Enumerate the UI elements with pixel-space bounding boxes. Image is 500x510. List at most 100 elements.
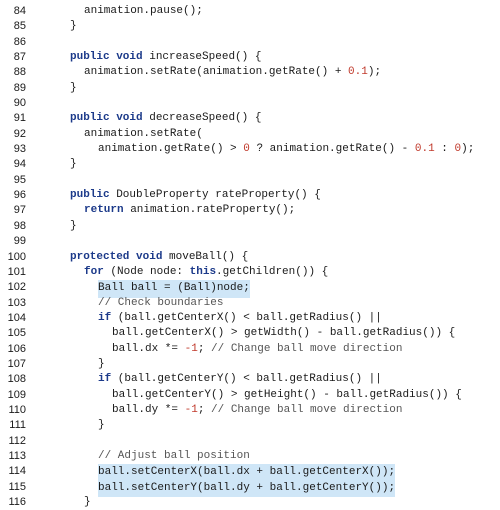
code-text: }	[84, 495, 91, 510]
keyword-token: return	[84, 204, 124, 217]
code-token: animation.pause();	[84, 5, 203, 17]
code-token: }	[84, 496, 91, 508]
number-token: 0.1	[348, 66, 368, 79]
line-number: 107	[7, 357, 26, 370]
code-token: ball.dx *=	[112, 342, 185, 355]
code-line: 98}	[0, 219, 500, 234]
line-number: 98	[13, 219, 26, 232]
keyword-token: for	[84, 265, 104, 278]
code-text: }	[70, 81, 77, 96]
code-text: }	[70, 219, 77, 234]
code-token: ball.getCenterY() > getHeight() - ball.g…	[112, 388, 462, 401]
code-text: protected void moveBall() {	[70, 250, 248, 265]
code-text: }	[98, 357, 105, 372]
code-text: return animation.rateProperty();	[84, 203, 295, 218]
code-token: animation.setRate(animation.getRate() +	[84, 66, 349, 79]
code-text: // Adjust ball position	[98, 449, 250, 464]
code-line: 103// Check boundaries	[0, 296, 500, 311]
code-token: }	[70, 219, 77, 232]
line-number: 87	[13, 51, 26, 64]
code-token: Ball ball = (Ball)node;	[98, 282, 250, 295]
code-token: (ball.getCenterX() < ball.getRadius() ||	[111, 311, 382, 324]
line-number: 113	[8, 449, 26, 462]
code-line: 95	[0, 173, 500, 188]
code-token: ball.getCenterX() > getWidth() - ball.ge…	[112, 327, 456, 340]
keyword-token: this	[189, 265, 217, 278]
number-token: -1	[184, 342, 198, 355]
line-number: 90	[13, 97, 26, 110]
code-line: 87 public void increaseSpeed() {	[0, 50, 500, 65]
line-number: 103	[7, 296, 26, 309]
code-text: animation.setRate(animation.getRate() + …	[84, 65, 381, 80]
line-number: 115	[8, 480, 26, 493]
code-token: increaseSpeed() {	[142, 51, 262, 64]
code-token: animation.getRate() >	[98, 143, 244, 156]
comment-token: // Adjust ball position	[98, 449, 250, 462]
line-number: 94	[13, 158, 26, 171]
line-number: 110	[8, 403, 26, 416]
code-token: ball.setCenterY(ball.dy + ball.getCenter…	[98, 481, 396, 494]
code-token: ball.dy *=	[112, 403, 185, 416]
line-number: 84	[13, 5, 26, 17]
code-token: }	[98, 357, 105, 370]
code-token: );	[367, 66, 382, 79]
code-token: ;	[197, 342, 212, 355]
code-line: 116}	[0, 495, 500, 510]
code-line: 113 // Adjust ball position	[0, 449, 500, 464]
code-line: 111}	[0, 418, 500, 433]
code-token: }	[98, 419, 105, 432]
keyword-token: public void	[70, 112, 143, 125]
line-number: 97	[13, 204, 26, 217]
line-number: 93	[13, 143, 26, 156]
code-text: if (ball.getCenterY() < ball.getRadius()…	[98, 372, 382, 387]
code-line: 115 ball.setCenterY(ball.dy + ball.getCen…	[0, 479, 500, 497]
code-token: ? animation.getRate() -	[249, 143, 415, 156]
line-number: 116	[8, 496, 26, 508]
keyword-token: public void	[70, 51, 143, 64]
number-token: 0	[243, 143, 250, 156]
code-text: ball.getCenterY() > getHeight() - ball.g…	[112, 388, 462, 403]
line-number: 92	[13, 127, 26, 140]
keyword-token: if	[98, 373, 112, 386]
line-number: 91	[13, 112, 26, 125]
code-line: 85}	[0, 19, 500, 34]
code-line: 84 animation.pause();	[0, 4, 500, 19]
code-token: .getChildren()) {	[216, 265, 329, 278]
line-number: 102	[7, 281, 26, 294]
line-number: 112	[8, 434, 26, 447]
code-text: }	[98, 418, 105, 433]
code-line: 93 animation.getRate() > 0 ? animation.ge…	[0, 142, 500, 157]
code-token: moveBall() {	[162, 250, 249, 263]
code-text: public void decreaseSpeed() {	[70, 111, 261, 126]
line-number: 89	[13, 81, 26, 94]
keyword-token: if	[98, 311, 112, 324]
code-line: 94}	[0, 157, 500, 172]
code-text: animation.getRate() > 0 ? animation.getR…	[98, 142, 474, 157]
code-text: public void increaseSpeed() {	[70, 50, 261, 65]
code-line: 99	[0, 234, 500, 249]
code-token: (Node node:	[103, 265, 190, 278]
code-token: }	[70, 20, 77, 33]
code-line: 112	[0, 434, 500, 449]
code-token: }	[70, 158, 77, 171]
number-token: 0.1	[414, 143, 435, 156]
code-token: );	[461, 143, 475, 156]
code-token: }	[70, 81, 77, 94]
code-text: for (Node node: this.getChildren()) {	[84, 265, 328, 280]
line-number: 95	[13, 173, 26, 186]
line-number: 99	[13, 235, 26, 248]
code-token: ;	[197, 403, 212, 416]
comment-token: // Change ball move direction	[211, 342, 403, 355]
code-text: }	[70, 19, 77, 34]
